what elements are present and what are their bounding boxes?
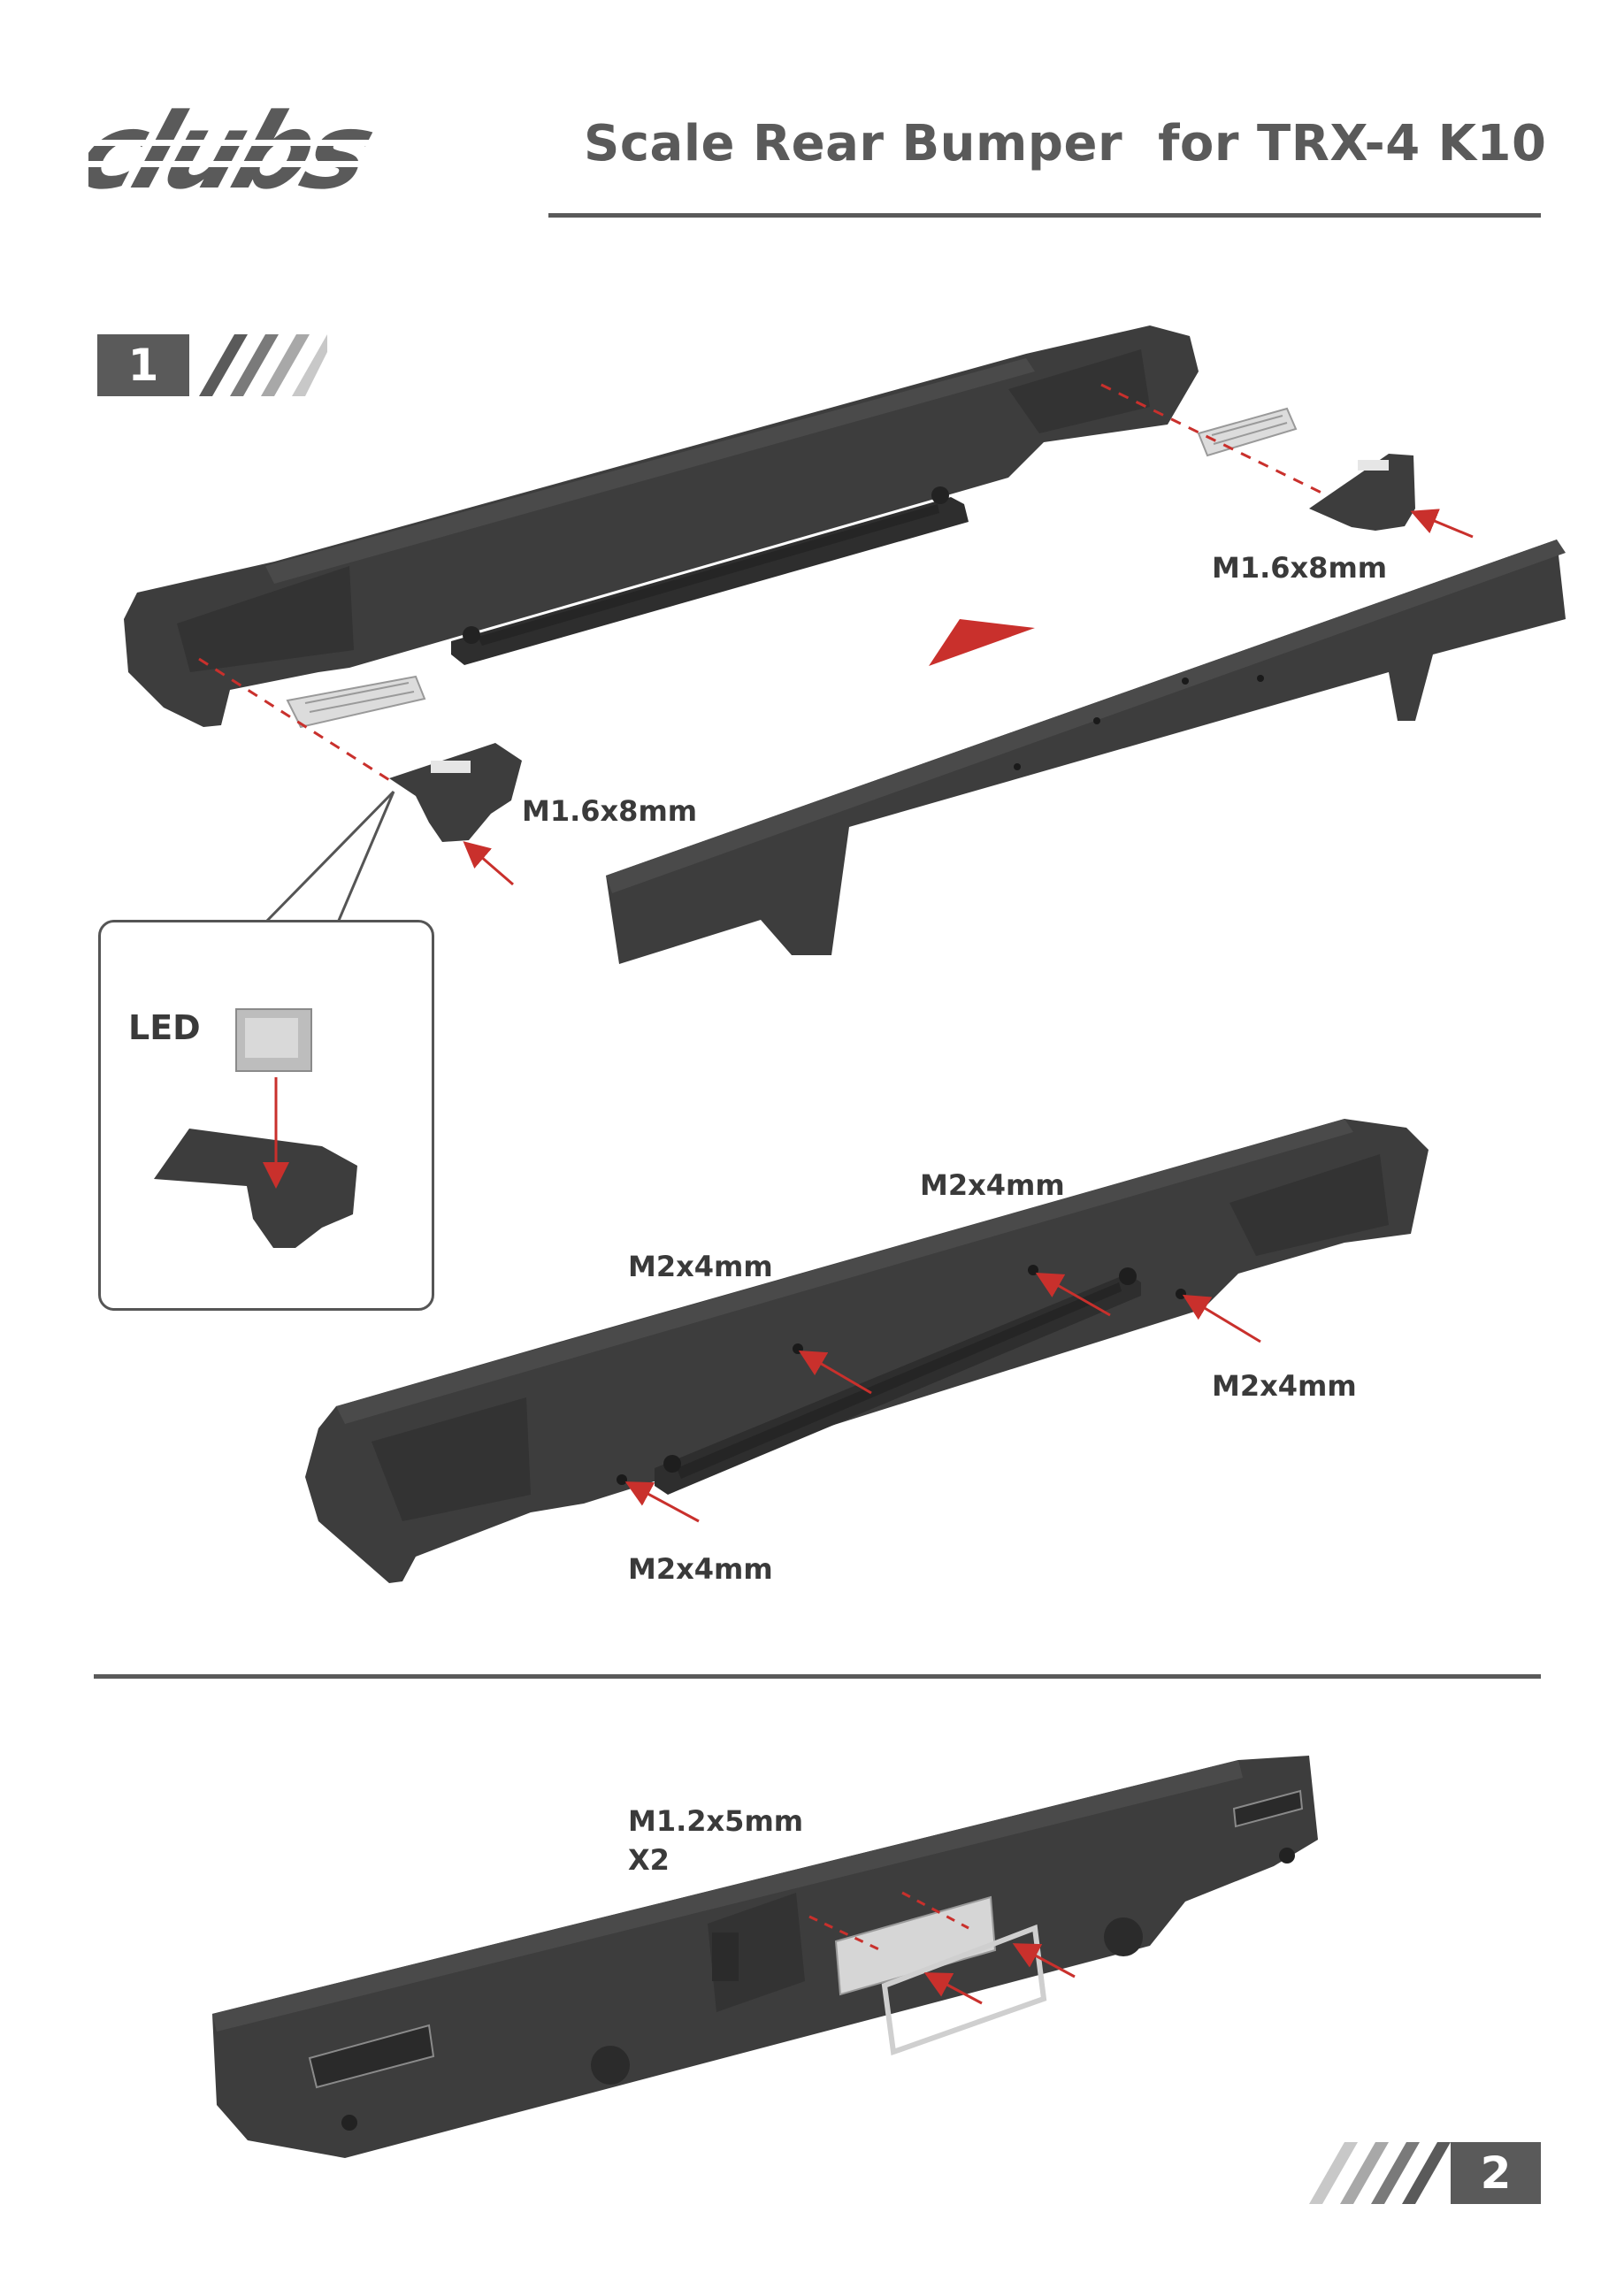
led-label: LED [128,1008,201,1047]
screw-label-top: M2x4mm [920,1168,1065,1202]
bumper-plate [606,540,1566,964]
led-strip-left [286,675,426,729]
bumper-assembled-middle [305,1119,1429,1583]
page-number-badge [1309,2142,1541,2204]
led-strip-right [1197,407,1298,457]
direction-arrow [929,619,1035,666]
light-housing-right [1309,454,1415,531]
brand-logo: clubs [88,106,513,203]
screw-label-left: M1.6x8mm [522,794,698,828]
page-title: Scale Rear Bumper for TRX-4 K10 [584,115,1547,172]
screw-label-left-mid: M2x4mm [628,1250,773,1283]
light-housing-left [389,743,522,842]
callout-lines [264,790,395,924]
screw-label-bottom: M2x4mm [628,1552,773,1586]
brand-logo-text: clubs [88,106,387,203]
step-badge [97,334,327,396]
led-detail-inset [98,920,434,1311]
guide-lines-step2 [808,1891,969,1954]
led-detail-drawing [154,1008,357,1248]
screw-quantity-step2: X2 [628,1843,670,1877]
screw-label-right: M1.6x8mm [1212,551,1388,585]
section-divider [94,1674,1541,1679]
screw-arrows-step1b [624,1273,1261,1523]
screw-arrows-step2 [923,1943,1076,2005]
bumper-shell-top [124,325,1199,727]
guide-lines [198,383,1328,784]
bumper-rear-view [212,1756,1318,2158]
screw-label-right-mid: M2x4mm [1212,1369,1357,1403]
page-number: 2 [1480,2147,1512,2199]
step-number: 1 [127,340,159,391]
title-divider [548,213,1541,218]
screw-arrows-step1 [463,509,1474,886]
screw-label-step2: M1.2x5mm [628,1804,804,1838]
